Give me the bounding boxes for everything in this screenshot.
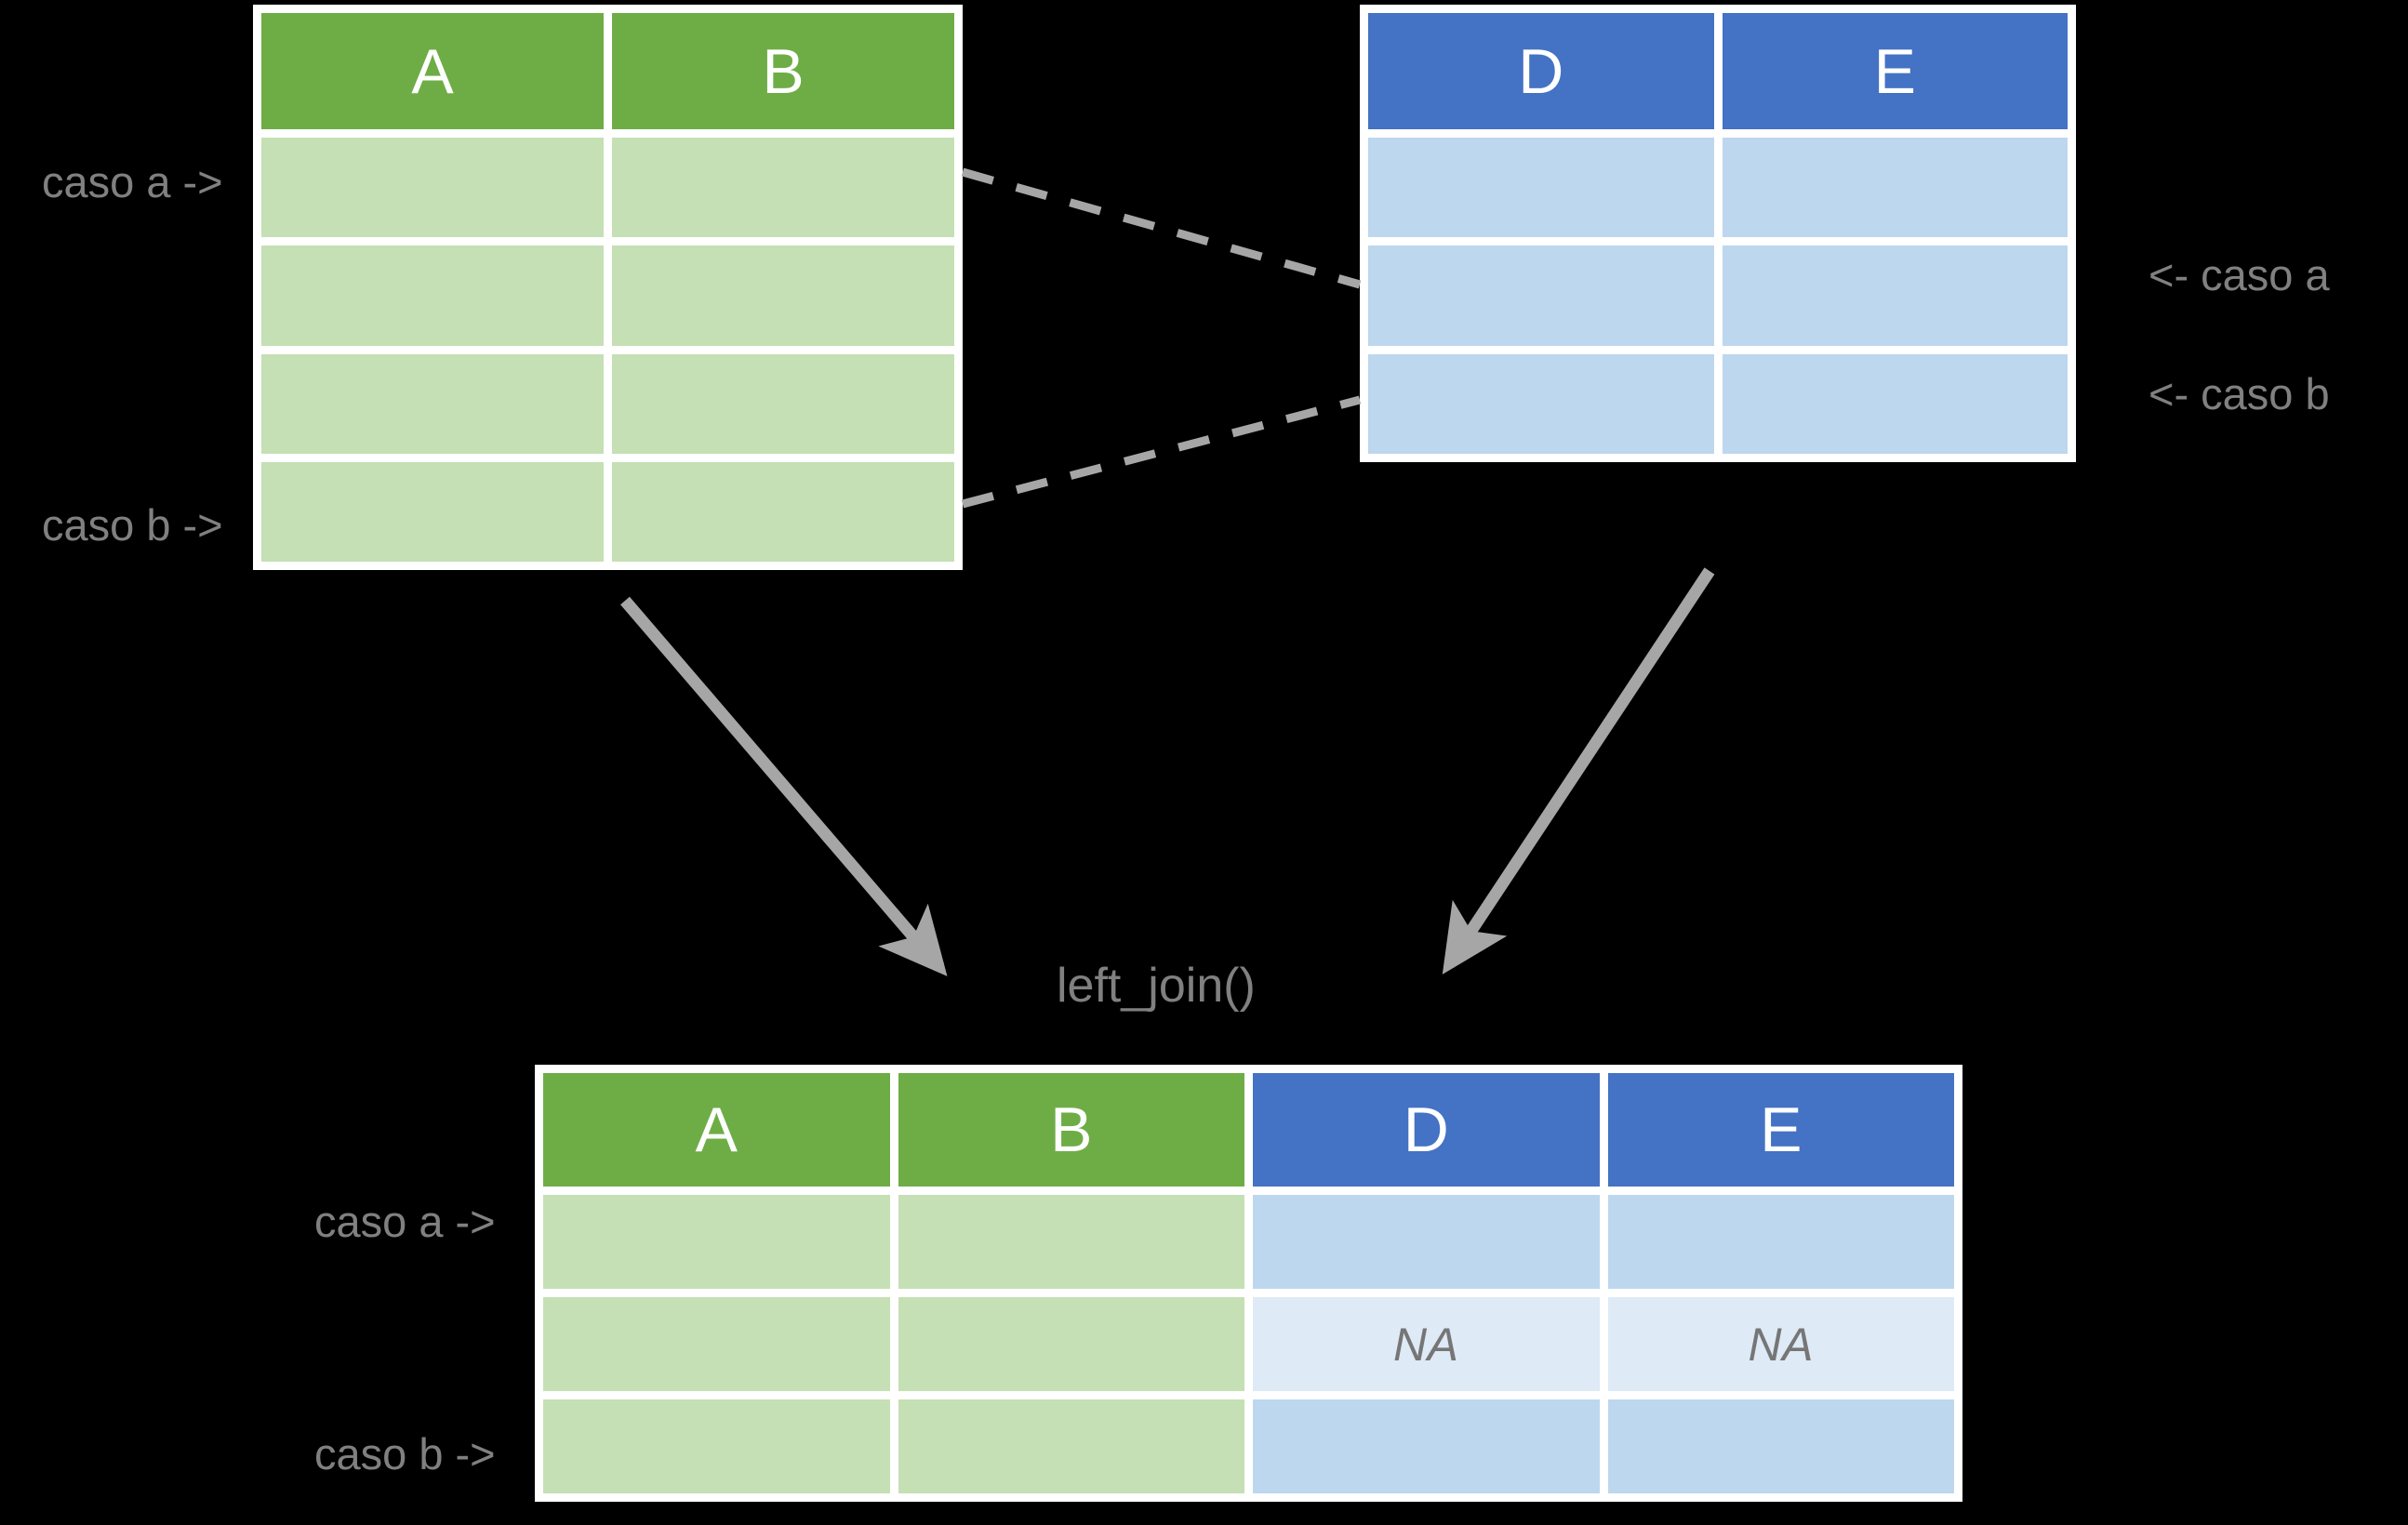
joined-table: A B D E NA NA xyxy=(535,1065,1962,1502)
arrow-left-table-to-joined xyxy=(620,596,948,976)
label-caso-b-right: <- caso b xyxy=(2149,369,2330,418)
right-table-header-e: E xyxy=(1722,13,2068,129)
joined-table-cell-r3c1 xyxy=(543,1399,890,1493)
left-table-cell-r3c1 xyxy=(261,353,604,454)
left-table-header-a: A xyxy=(261,13,604,129)
right-table-cell-r1c1 xyxy=(1368,138,1714,238)
right-table: D E xyxy=(1360,5,2076,462)
arrow-right-table-to-joined xyxy=(1442,567,1715,975)
joined-table-cell-r3c4 xyxy=(1607,1399,1954,1493)
joined-table-cell-r1c3 xyxy=(1253,1195,1600,1289)
left-table-cell-r4c1 xyxy=(261,461,604,562)
left-table-cell-r2c2 xyxy=(612,245,954,346)
joined-table-header-a: A xyxy=(543,1073,890,1187)
joined-table-header-b: B xyxy=(898,1073,1244,1187)
right-table-cell-r1c2 xyxy=(1722,138,2068,238)
right-table-cell-r2c2 xyxy=(1722,245,2068,346)
dashed-connector-caso-a xyxy=(961,167,1362,289)
right-table-cell-r3c1 xyxy=(1368,353,1714,454)
joined-table-cell-r1c2 xyxy=(898,1195,1244,1289)
joined-table-cell-r3c2 xyxy=(898,1399,1244,1493)
left-table-cell-r2c1 xyxy=(261,245,604,346)
left-table-cell-r1c1 xyxy=(261,138,604,238)
joined-table-cell-r2c4-na: NA xyxy=(1607,1297,1954,1391)
joined-table-cell-r1c4 xyxy=(1607,1195,1954,1289)
label-caso-a-left: caso a -> xyxy=(42,157,223,206)
left-table-cell-r1c2 xyxy=(612,138,954,238)
label-caso-b-joined: caso b -> xyxy=(314,1429,496,1479)
label-caso-a-joined: caso a -> xyxy=(314,1197,496,1246)
joined-table-cell-r2c1 xyxy=(543,1297,890,1391)
right-table-cell-r2c1 xyxy=(1368,245,1714,346)
right-table-header-d: D xyxy=(1368,13,1714,129)
label-caso-a-right: <- caso a xyxy=(2149,250,2330,299)
label-caso-b-left: caso b -> xyxy=(42,500,223,550)
dashed-connector-caso-b xyxy=(961,395,1362,509)
right-table-cell-r3c2 xyxy=(1722,353,2068,454)
label-left-join-operation: left_join() xyxy=(1057,959,1256,1013)
joined-table-header-d: D xyxy=(1253,1073,1600,1187)
joined-table-cell-r3c3 xyxy=(1253,1399,1600,1493)
joined-table-cell-r1c1 xyxy=(543,1195,890,1289)
joined-table-cell-r2c2 xyxy=(898,1297,1244,1391)
joined-table-cell-r2c3-na: NA xyxy=(1253,1297,1600,1391)
left-table-cell-r4c2 xyxy=(612,461,954,562)
joined-table-header-e: E xyxy=(1607,1073,1954,1187)
left-table-header-b: B xyxy=(612,13,954,129)
left-table: A B xyxy=(253,5,963,570)
left-table-cell-r3c2 xyxy=(612,353,954,454)
